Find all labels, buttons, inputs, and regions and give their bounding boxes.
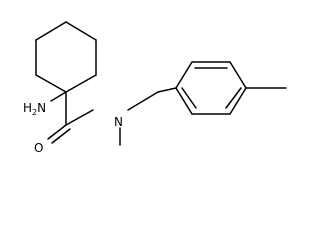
- ring-bond: [65, 21, 97, 41]
- carbonyl-bond-line: [47, 124, 67, 140]
- amide-nitrogen-label: N: [114, 115, 123, 129]
- cyclohexane-ring: [35, 21, 97, 93]
- amine-label: H2N: [23, 101, 46, 117]
- ring-bond: [35, 21, 67, 41]
- ring-bond: [35, 74, 67, 93]
- carbonyl-oxygen-label: O: [34, 141, 43, 155]
- aromatic-inner-bond: [225, 87, 242, 109]
- ring-bond: [65, 74, 97, 93]
- aromatic-bond: [175, 61, 193, 89]
- aromatic-bond: [229, 61, 247, 89]
- carbonyl-bond-line: [51, 128, 71, 144]
- aromatic-bond: [175, 87, 193, 115]
- chemical-structure-diagram: H2N O N: [23, 21, 287, 155]
- aromatic-inner-bond: [181, 87, 197, 109]
- amide-c-n-bond: [65, 109, 94, 126]
- amine-n-text: N: [37, 101, 46, 115]
- aromatic-bond: [229, 87, 247, 115]
- amine-subscript-text: 2: [32, 108, 37, 117]
- n-benzyl-bond: [127, 91, 159, 111]
- amine-bond: [50, 91, 67, 102]
- benzene-ring: [175, 61, 247, 115]
- amine-h-text: H: [23, 101, 32, 115]
- carbonyl-double-bond: [47, 124, 71, 144]
- benzyl-ring-bond: [157, 87, 177, 93]
